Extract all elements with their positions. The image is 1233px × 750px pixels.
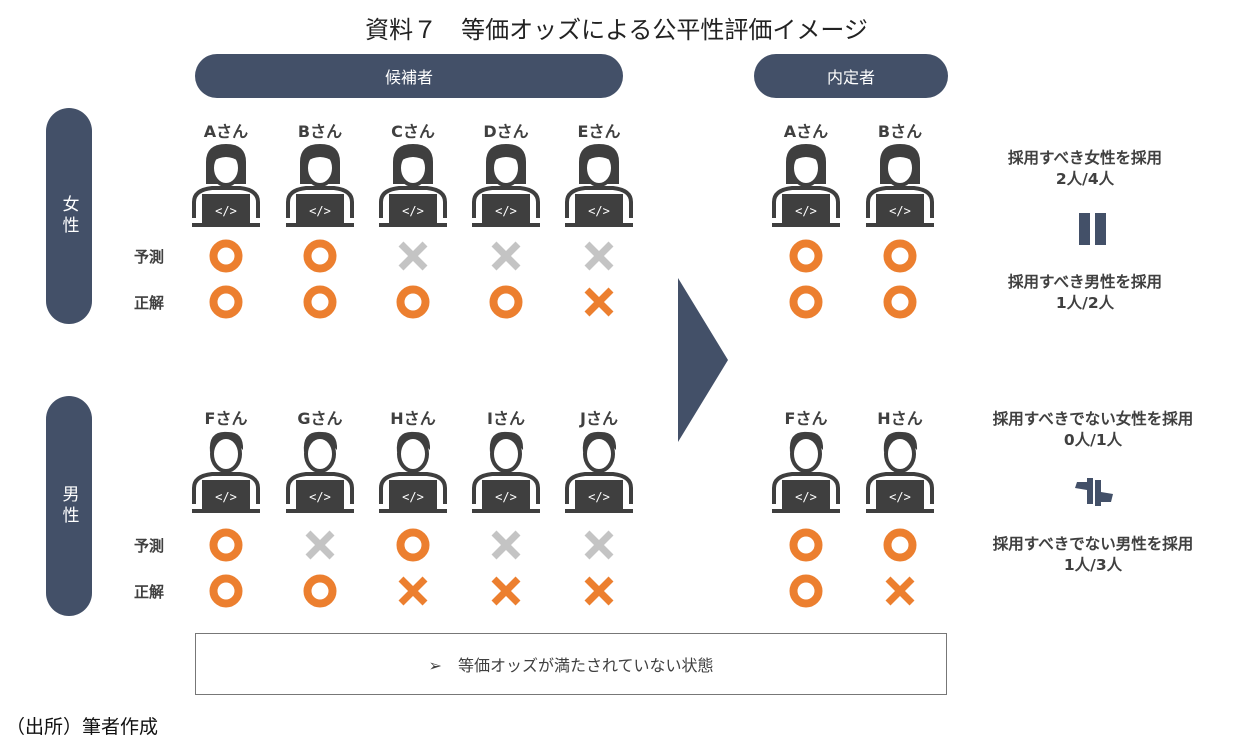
svg-text:</>: </> <box>215 204 237 218</box>
hired-header: 内定者 <box>754 54 948 98</box>
truth-circle-icon <box>882 284 918 320</box>
stat-value: 2人/4人 <box>1055 170 1115 188</box>
not-equal-sign-icon <box>1075 478 1113 506</box>
source-caption: （出所）筆者作成 <box>6 716 159 738</box>
person-name: Bさん <box>877 122 923 141</box>
prediction-cross-icon <box>581 238 617 274</box>
arrow-right-icon <box>678 278 728 442</box>
svg-text:</>: </> <box>402 490 424 504</box>
woman-laptop-icon: </> <box>375 140 451 228</box>
prediction-circle-icon <box>882 527 918 563</box>
female-prediction-label: 予測 <box>134 248 165 266</box>
man-laptop-icon: </> <box>375 426 451 514</box>
man-laptop-icon: </> <box>468 426 544 514</box>
stat-label: 採用すべき女性を採用 <box>1008 149 1162 167</box>
person-name: Cさん <box>391 122 435 141</box>
truth-circle-icon <box>788 284 824 320</box>
truth-circle-icon <box>208 284 244 320</box>
svg-text:</>: </> <box>889 204 911 218</box>
stat-value: 1人/3人 <box>1063 556 1123 574</box>
person-name: Aさん <box>203 122 249 141</box>
stat-value: 1人/2人 <box>1055 294 1115 312</box>
truth-cross-icon <box>882 573 918 609</box>
truth-cross-icon <box>395 573 431 609</box>
candidates-header: 候補者 <box>195 54 623 98</box>
person-name: Gさん <box>297 409 343 428</box>
equal-sign-icon <box>1079 213 1106 245</box>
person-name: Hさん <box>390 409 436 428</box>
female-truth-label: 正解 <box>134 294 165 312</box>
prediction-circle-icon <box>882 238 918 274</box>
stat-male-positive: 採用すべき男性を採用 1人/2人 <box>950 272 1220 314</box>
person-name: Dさん <box>483 122 529 141</box>
woman-laptop-icon: </> <box>188 140 264 228</box>
stat-female-negative: 採用すべきでない女性を採用 0人/1人 <box>958 409 1228 451</box>
prediction-cross-icon <box>488 527 524 563</box>
person-name: Hさん <box>877 409 923 428</box>
man-laptop-icon: </> <box>862 426 938 514</box>
truth-circle-icon <box>488 284 524 320</box>
woman-laptop-icon: </> <box>282 140 358 228</box>
woman-laptop-icon: </> <box>561 140 637 228</box>
person-name: Aさん <box>783 122 829 141</box>
woman-laptop-icon: </> <box>468 140 544 228</box>
truth-cross-icon <box>488 573 524 609</box>
svg-text:</>: </> <box>215 490 237 504</box>
prediction-circle-icon <box>208 238 244 274</box>
truth-circle-icon <box>788 573 824 609</box>
stat-male-negative: 採用すべきでない男性を採用 1人/3人 <box>958 534 1228 576</box>
stat-label: 採用すべきでない女性を採用 <box>992 410 1194 428</box>
person-name: Jさん <box>580 409 618 428</box>
prediction-circle-icon <box>302 238 338 274</box>
man-laptop-icon: </> <box>561 426 637 514</box>
truth-cross-icon <box>581 284 617 320</box>
svg-text:</>: </> <box>588 204 610 218</box>
prediction-circle-icon <box>788 527 824 563</box>
truth-circle-icon <box>302 284 338 320</box>
person-name: Fさん <box>204 409 248 428</box>
stat-value: 0人/1人 <box>1063 431 1123 449</box>
svg-text:</>: </> <box>795 490 817 504</box>
man-laptop-icon: </> <box>282 426 358 514</box>
male-truth-label: 正解 <box>134 583 165 601</box>
truth-cross-icon <box>581 573 617 609</box>
svg-text:</>: </> <box>495 490 517 504</box>
man-laptop-icon: </> <box>188 426 264 514</box>
person-name: Fさん <box>784 409 828 428</box>
person-name: Bさん <box>297 122 343 141</box>
male-prediction-label: 予測 <box>134 537 165 555</box>
prediction-circle-icon <box>208 527 244 563</box>
prediction-cross-icon <box>395 238 431 274</box>
woman-laptop-icon: </> <box>768 140 844 228</box>
stat-label: 採用すべき男性を採用 <box>1008 273 1162 291</box>
svg-text:</>: </> <box>402 204 424 218</box>
prediction-circle-icon <box>395 527 431 563</box>
note-box: ➢ 等価オッズが満たされていない状態 <box>195 633 947 695</box>
truth-circle-icon <box>302 573 338 609</box>
svg-text:</>: </> <box>889 490 911 504</box>
stat-label: 採用すべきでない男性を採用 <box>992 535 1194 553</box>
male-group-label: 男性 <box>46 396 92 616</box>
female-group-label: 女性 <box>46 108 92 324</box>
woman-laptop-icon: </> <box>862 140 938 228</box>
svg-text:</>: </> <box>309 204 331 218</box>
svg-text:</>: </> <box>309 490 331 504</box>
svg-text:</>: </> <box>795 204 817 218</box>
prediction-cross-icon <box>581 527 617 563</box>
prediction-cross-icon <box>488 238 524 274</box>
stat-female-positive: 採用すべき女性を採用 2人/4人 <box>950 148 1220 190</box>
person-name: Eさん <box>577 122 621 141</box>
truth-circle-icon <box>208 573 244 609</box>
svg-text:</>: </> <box>495 204 517 218</box>
person-name: Iさん <box>487 409 525 428</box>
truth-circle-icon <box>395 284 431 320</box>
man-laptop-icon: </> <box>768 426 844 514</box>
figure-title: 資料７ 等価オッズによる公平性評価イメージ <box>365 16 868 44</box>
prediction-cross-icon <box>302 527 338 563</box>
prediction-circle-icon <box>788 238 824 274</box>
svg-text:</>: </> <box>588 490 610 504</box>
